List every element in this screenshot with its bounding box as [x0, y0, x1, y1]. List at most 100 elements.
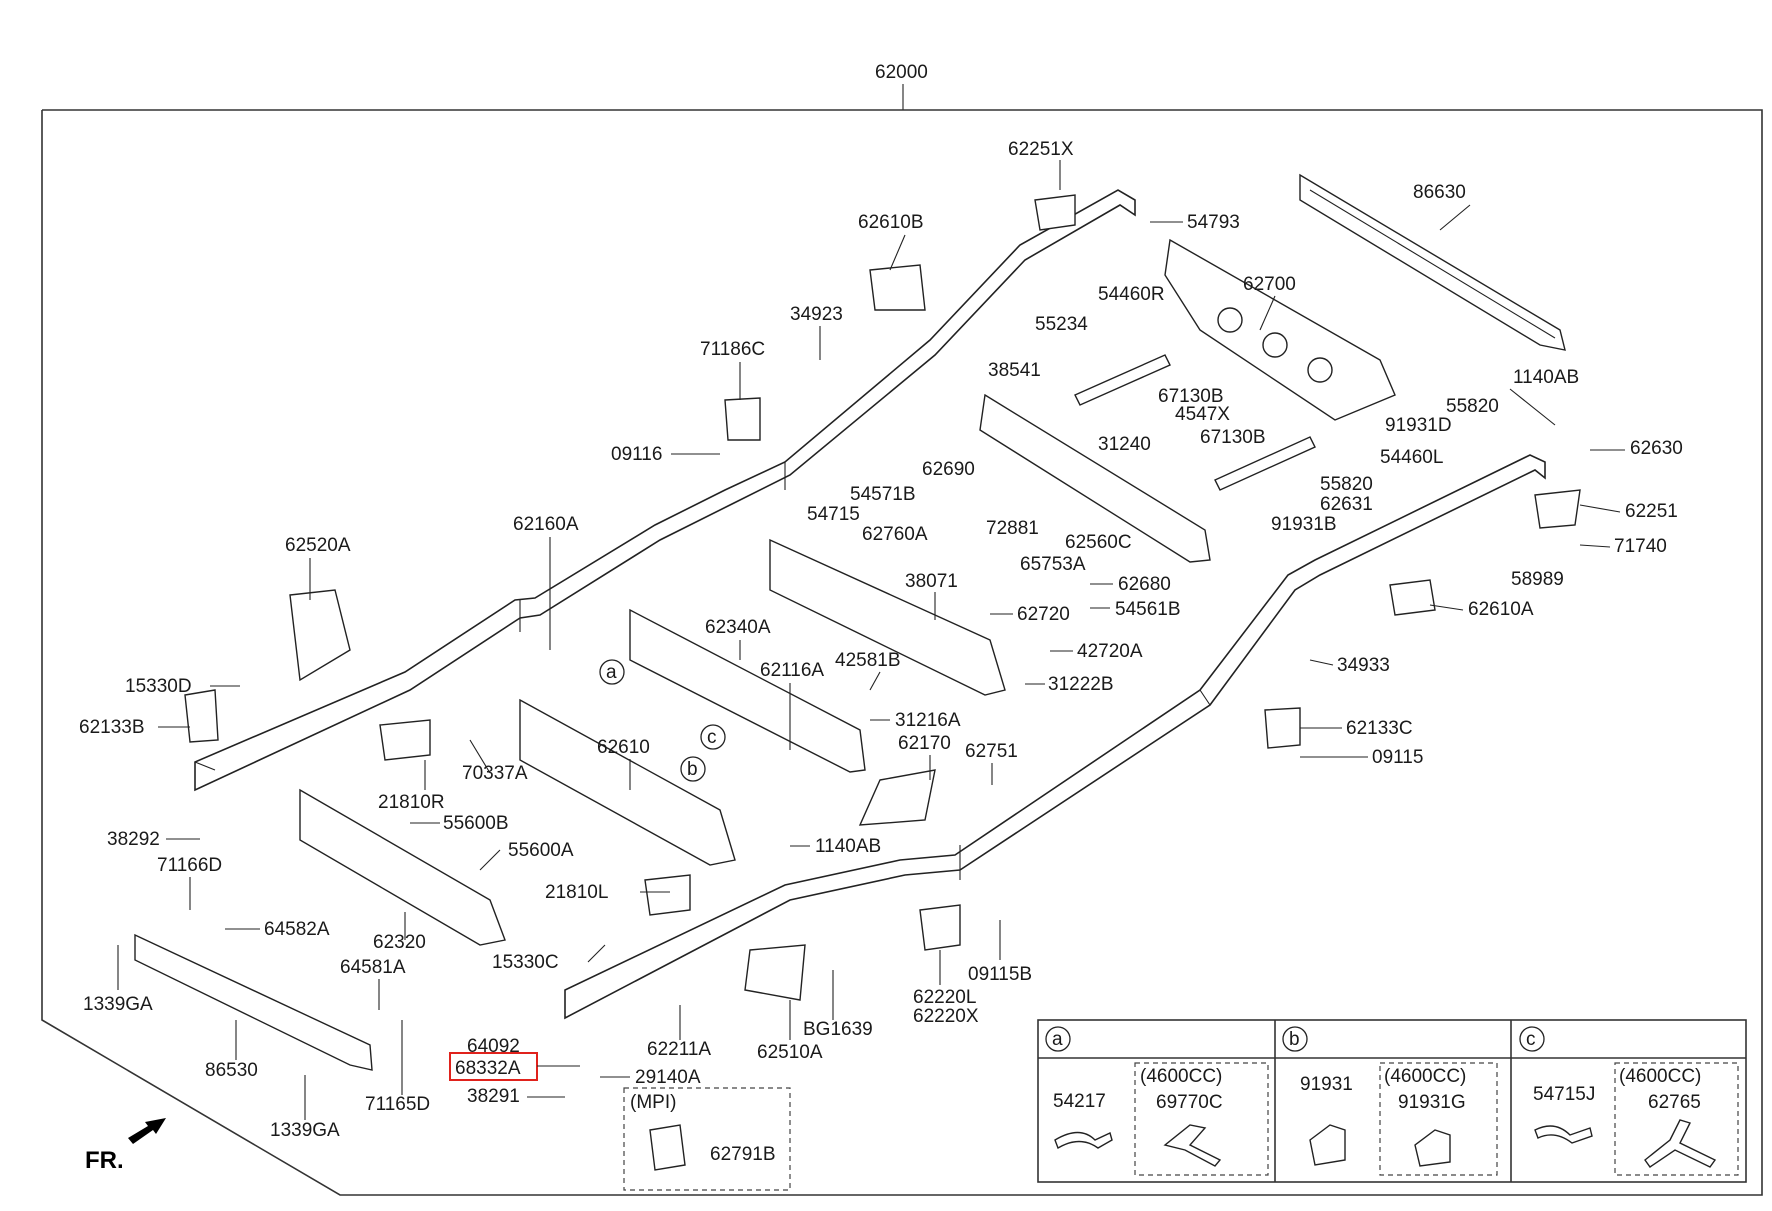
rear-bumper-beam: [1299, 173, 1566, 351]
label-67130B-b: 67130B: [1200, 427, 1266, 448]
label-62610: 62610: [597, 737, 650, 758]
label-86630: 86630: [1413, 182, 1466, 203]
label-55600B: 55600B: [443, 813, 509, 834]
detail-b-variant-part: 91931G: [1398, 1092, 1466, 1113]
label-55820-b: 55820: [1320, 474, 1373, 495]
label-62700: 62700: [1243, 274, 1296, 295]
label-72881: 72881: [986, 518, 1039, 539]
label-62560C: 62560C: [1065, 532, 1132, 553]
crossmember-62340A: [629, 608, 866, 773]
assembly-frame: [41, 109, 1763, 1196]
svg-text:b: b: [1289, 1029, 1300, 1050]
label-21810L: 21810L: [545, 882, 608, 903]
svg-text:b: b: [687, 759, 698, 780]
detail-table: a 54217 (4600CC) 69770C b 91931 (4600CC)…: [1037, 1019, 1747, 1183]
label-09116: 09116: [611, 444, 662, 465]
tube-67130B-a: [1074, 354, 1171, 406]
detail-col-a: a 54217 (4600CC) 69770C: [1045, 1026, 1269, 1176]
label-09115: 09115: [1372, 747, 1423, 768]
mpi-box: (MPI): [623, 1087, 791, 1191]
label-62251: 62251: [1625, 501, 1678, 522]
label-68332A: 68332A: [455, 1058, 521, 1079]
detail-b-std-part: 91931: [1300, 1074, 1353, 1095]
label-62680: 62680: [1118, 574, 1171, 595]
fr-arrow-icon: [128, 1118, 166, 1144]
label-62160A: 62160A: [513, 514, 579, 535]
label-62211A: 62211A: [647, 1039, 711, 1060]
left-frame-rail: [194, 189, 1136, 792]
detail-col-b: b 91931 (4600CC) 91931G: [1282, 1026, 1498, 1176]
label-1140AB-b: 1140AB: [815, 836, 881, 857]
front-crossmember-62320: [299, 788, 506, 946]
label-31240: 31240: [1098, 434, 1151, 455]
label-62791B: 62791B: [710, 1144, 776, 1165]
leader-lines: [117, 160, 1625, 1120]
label-54561B: 54561B: [1115, 599, 1181, 620]
label-31216A: 31216A: [895, 710, 961, 731]
detail-c-std-part: 54715J: [1533, 1084, 1595, 1105]
label-71166D: 71166D: [157, 855, 222, 876]
label-71186C: 71186C: [700, 339, 765, 360]
svg-text:c: c: [707, 727, 717, 748]
svg-text:a: a: [1052, 1029, 1063, 1050]
label-42581B: 42581B: [835, 650, 901, 671]
label-62170: 62170: [898, 733, 951, 754]
label-1339GA-b: 1339GA: [270, 1120, 340, 1141]
label-64092: 64092: [467, 1036, 520, 1057]
label-62510A: 62510A: [757, 1042, 823, 1063]
label-54460L: 54460L: [1380, 447, 1443, 468]
label-29140A: 29140A: [635, 1067, 701, 1088]
label-54460R: 54460R: [1098, 284, 1165, 305]
label-58989: 58989: [1511, 569, 1564, 590]
label-31222B: 31222B: [1048, 674, 1114, 695]
label-62630: 62630: [1630, 438, 1683, 459]
svg-text:a: a: [606, 662, 617, 683]
label-09115B: 09115B: [968, 964, 1032, 985]
crossmember-62560C: [979, 393, 1211, 563]
label-67130B-a: 67130B: [1158, 386, 1224, 407]
detail-b-variant-label: (4600CC): [1384, 1066, 1466, 1087]
label-55820-a: 55820: [1446, 396, 1499, 417]
label-21810R: 21810R: [378, 792, 445, 813]
fr-label: FR.: [85, 1147, 124, 1174]
label-15330D: 15330D: [125, 676, 192, 697]
tube-67130B-b: [1214, 436, 1316, 491]
label-62133C: 62133C: [1346, 718, 1413, 739]
right-frame-rail: [564, 454, 1546, 1020]
callout-b: b: [680, 756, 706, 782]
label-62116A: 62116A: [760, 660, 824, 681]
callout-a: a: [599, 659, 625, 685]
detail-a-std-part: 54217: [1053, 1091, 1106, 1112]
label-62220X: 62220X: [913, 1006, 979, 1027]
label-42720A: 42720A: [1077, 641, 1143, 662]
svg-text:c: c: [1526, 1029, 1536, 1050]
label-62720: 62720: [1017, 604, 1070, 625]
crossmember-62610: [519, 698, 736, 866]
label-64581A: 64581A: [340, 957, 406, 978]
callout-c: c: [700, 724, 726, 750]
label-62320: 62320: [373, 932, 426, 953]
detail-c-variant-label: (4600CC): [1619, 1066, 1701, 1087]
label-62520A: 62520A: [285, 535, 351, 556]
detail-a-variant-part: 69770C: [1156, 1092, 1223, 1113]
front-bumper-beam-86530: [134, 933, 373, 1071]
label-54715: 54715: [807, 504, 860, 525]
label-BG1639: BG1639: [803, 1019, 873, 1040]
label-62251X: 62251X: [1008, 139, 1074, 160]
label-54571B: 54571B: [850, 484, 916, 505]
label-62220L: 62220L: [913, 987, 976, 1008]
mpi-label: (MPI): [630, 1092, 676, 1113]
body-mounts: [184, 194, 1581, 1001]
label-62610A: 62610A: [1468, 599, 1534, 620]
detail-col-c: c 54715J (4600CC) 62765: [1519, 1026, 1739, 1176]
label-65753A: 65753A: [1020, 554, 1086, 575]
label-62340A: 62340A: [705, 617, 771, 638]
label-71165D: 71165D: [365, 1094, 430, 1115]
main-part-label: 62000: [875, 62, 928, 83]
label-54793: 54793: [1187, 212, 1240, 233]
label-55600A: 55600A: [508, 840, 574, 861]
detail-a-variant-label: (4600CC): [1140, 1066, 1222, 1087]
label-64582A: 64582A: [264, 919, 330, 940]
crossmember-38071: [769, 538, 1006, 696]
label-62133B: 62133B: [79, 717, 145, 738]
